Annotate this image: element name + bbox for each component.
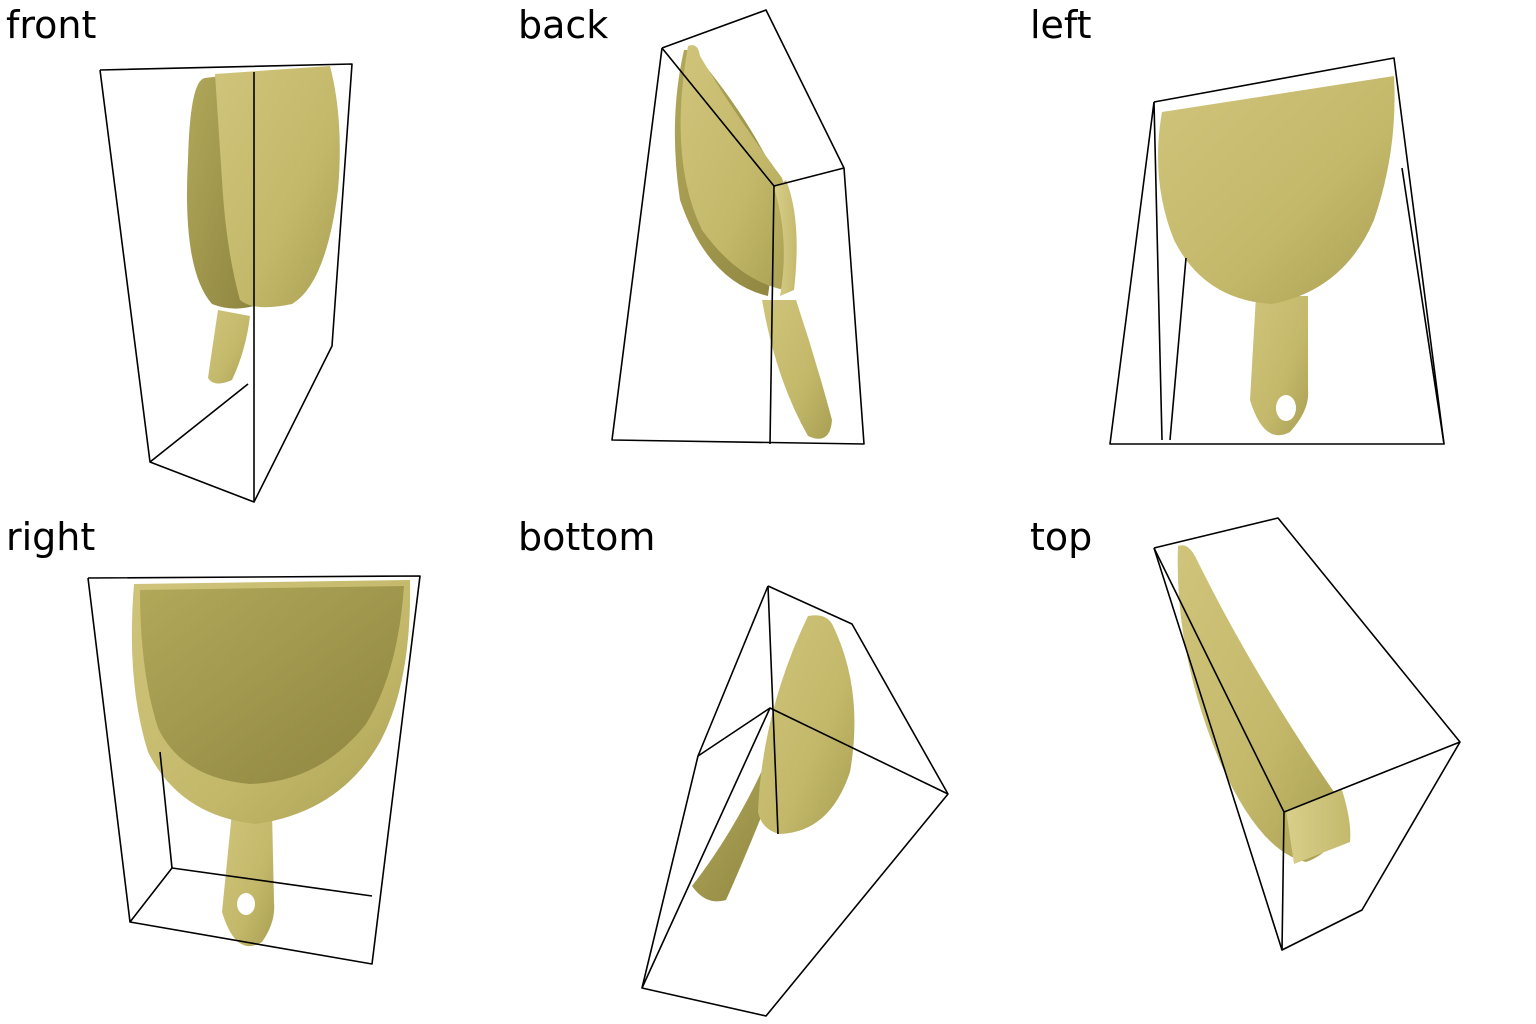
bounding-box bbox=[99, 63, 353, 503]
view-label-front: front bbox=[6, 3, 97, 47]
handle-hole bbox=[1276, 395, 1296, 421]
view-label-top: top bbox=[1030, 515, 1093, 559]
view-left: left bbox=[1024, 0, 1536, 512]
top-render bbox=[1153, 517, 1461, 951]
left-render bbox=[1109, 57, 1445, 445]
scoop-bowl bbox=[758, 615, 855, 834]
bottom-render bbox=[641, 585, 949, 1017]
right-render bbox=[87, 575, 421, 965]
scoop-handle bbox=[762, 300, 832, 439]
view-top: top bbox=[1024, 512, 1536, 1024]
view-label-right: right bbox=[6, 515, 96, 559]
front-render bbox=[99, 63, 353, 503]
scoop-bowl-inner bbox=[140, 586, 404, 784]
scoop-bowl bbox=[680, 45, 791, 290]
view-front: front bbox=[0, 0, 512, 512]
bounding-box bbox=[1153, 517, 1461, 951]
back-render bbox=[611, 9, 865, 445]
scoop-bowl bbox=[1177, 545, 1339, 862]
bounding-box bbox=[611, 9, 865, 445]
view-back: back bbox=[512, 0, 1024, 512]
view-label-back: back bbox=[518, 3, 609, 47]
view-label-left: left bbox=[1030, 3, 1092, 47]
scoop-handle bbox=[208, 310, 250, 384]
scoop-bowl bbox=[215, 66, 340, 308]
view-right: right bbox=[0, 512, 512, 1024]
handle-hole bbox=[237, 893, 255, 915]
scoop-bowl bbox=[1158, 76, 1395, 304]
scoop-rim bbox=[1286, 790, 1351, 864]
view-bottom: bottom bbox=[512, 512, 1024, 1024]
bounding-box bbox=[87, 575, 421, 965]
view-label-bottom: bottom bbox=[518, 515, 656, 559]
